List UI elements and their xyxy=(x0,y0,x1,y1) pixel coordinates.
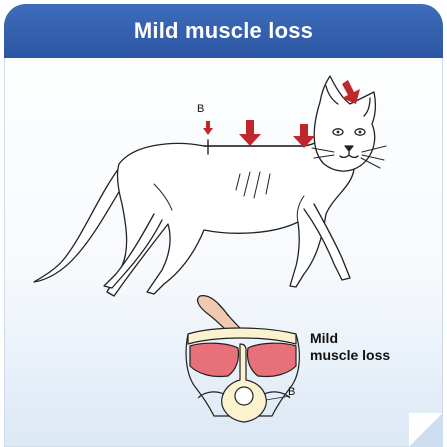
callout-line-1: Mild xyxy=(310,330,390,347)
b-leader-line xyxy=(266,396,290,400)
callout-line-2: muscle loss xyxy=(310,347,390,364)
arrow-back-mid-icon xyxy=(239,120,261,146)
cross-section-illustration xyxy=(186,296,299,422)
cat-illustration xyxy=(34,76,386,296)
vertebra-canal xyxy=(235,387,253,405)
label-b-spine: B xyxy=(197,103,204,115)
label-b-section: B xyxy=(288,386,295,398)
arrow-small-icon xyxy=(203,121,213,135)
muscle-right xyxy=(247,343,296,376)
cat-tail xyxy=(34,164,130,282)
illustration xyxy=(4,4,443,447)
page-curl-corner xyxy=(409,413,443,447)
callout-label: Mild muscle loss xyxy=(310,330,390,364)
muscle-left xyxy=(190,343,239,376)
skin-layer xyxy=(188,328,296,344)
card: Mild muscle loss xyxy=(4,4,443,447)
